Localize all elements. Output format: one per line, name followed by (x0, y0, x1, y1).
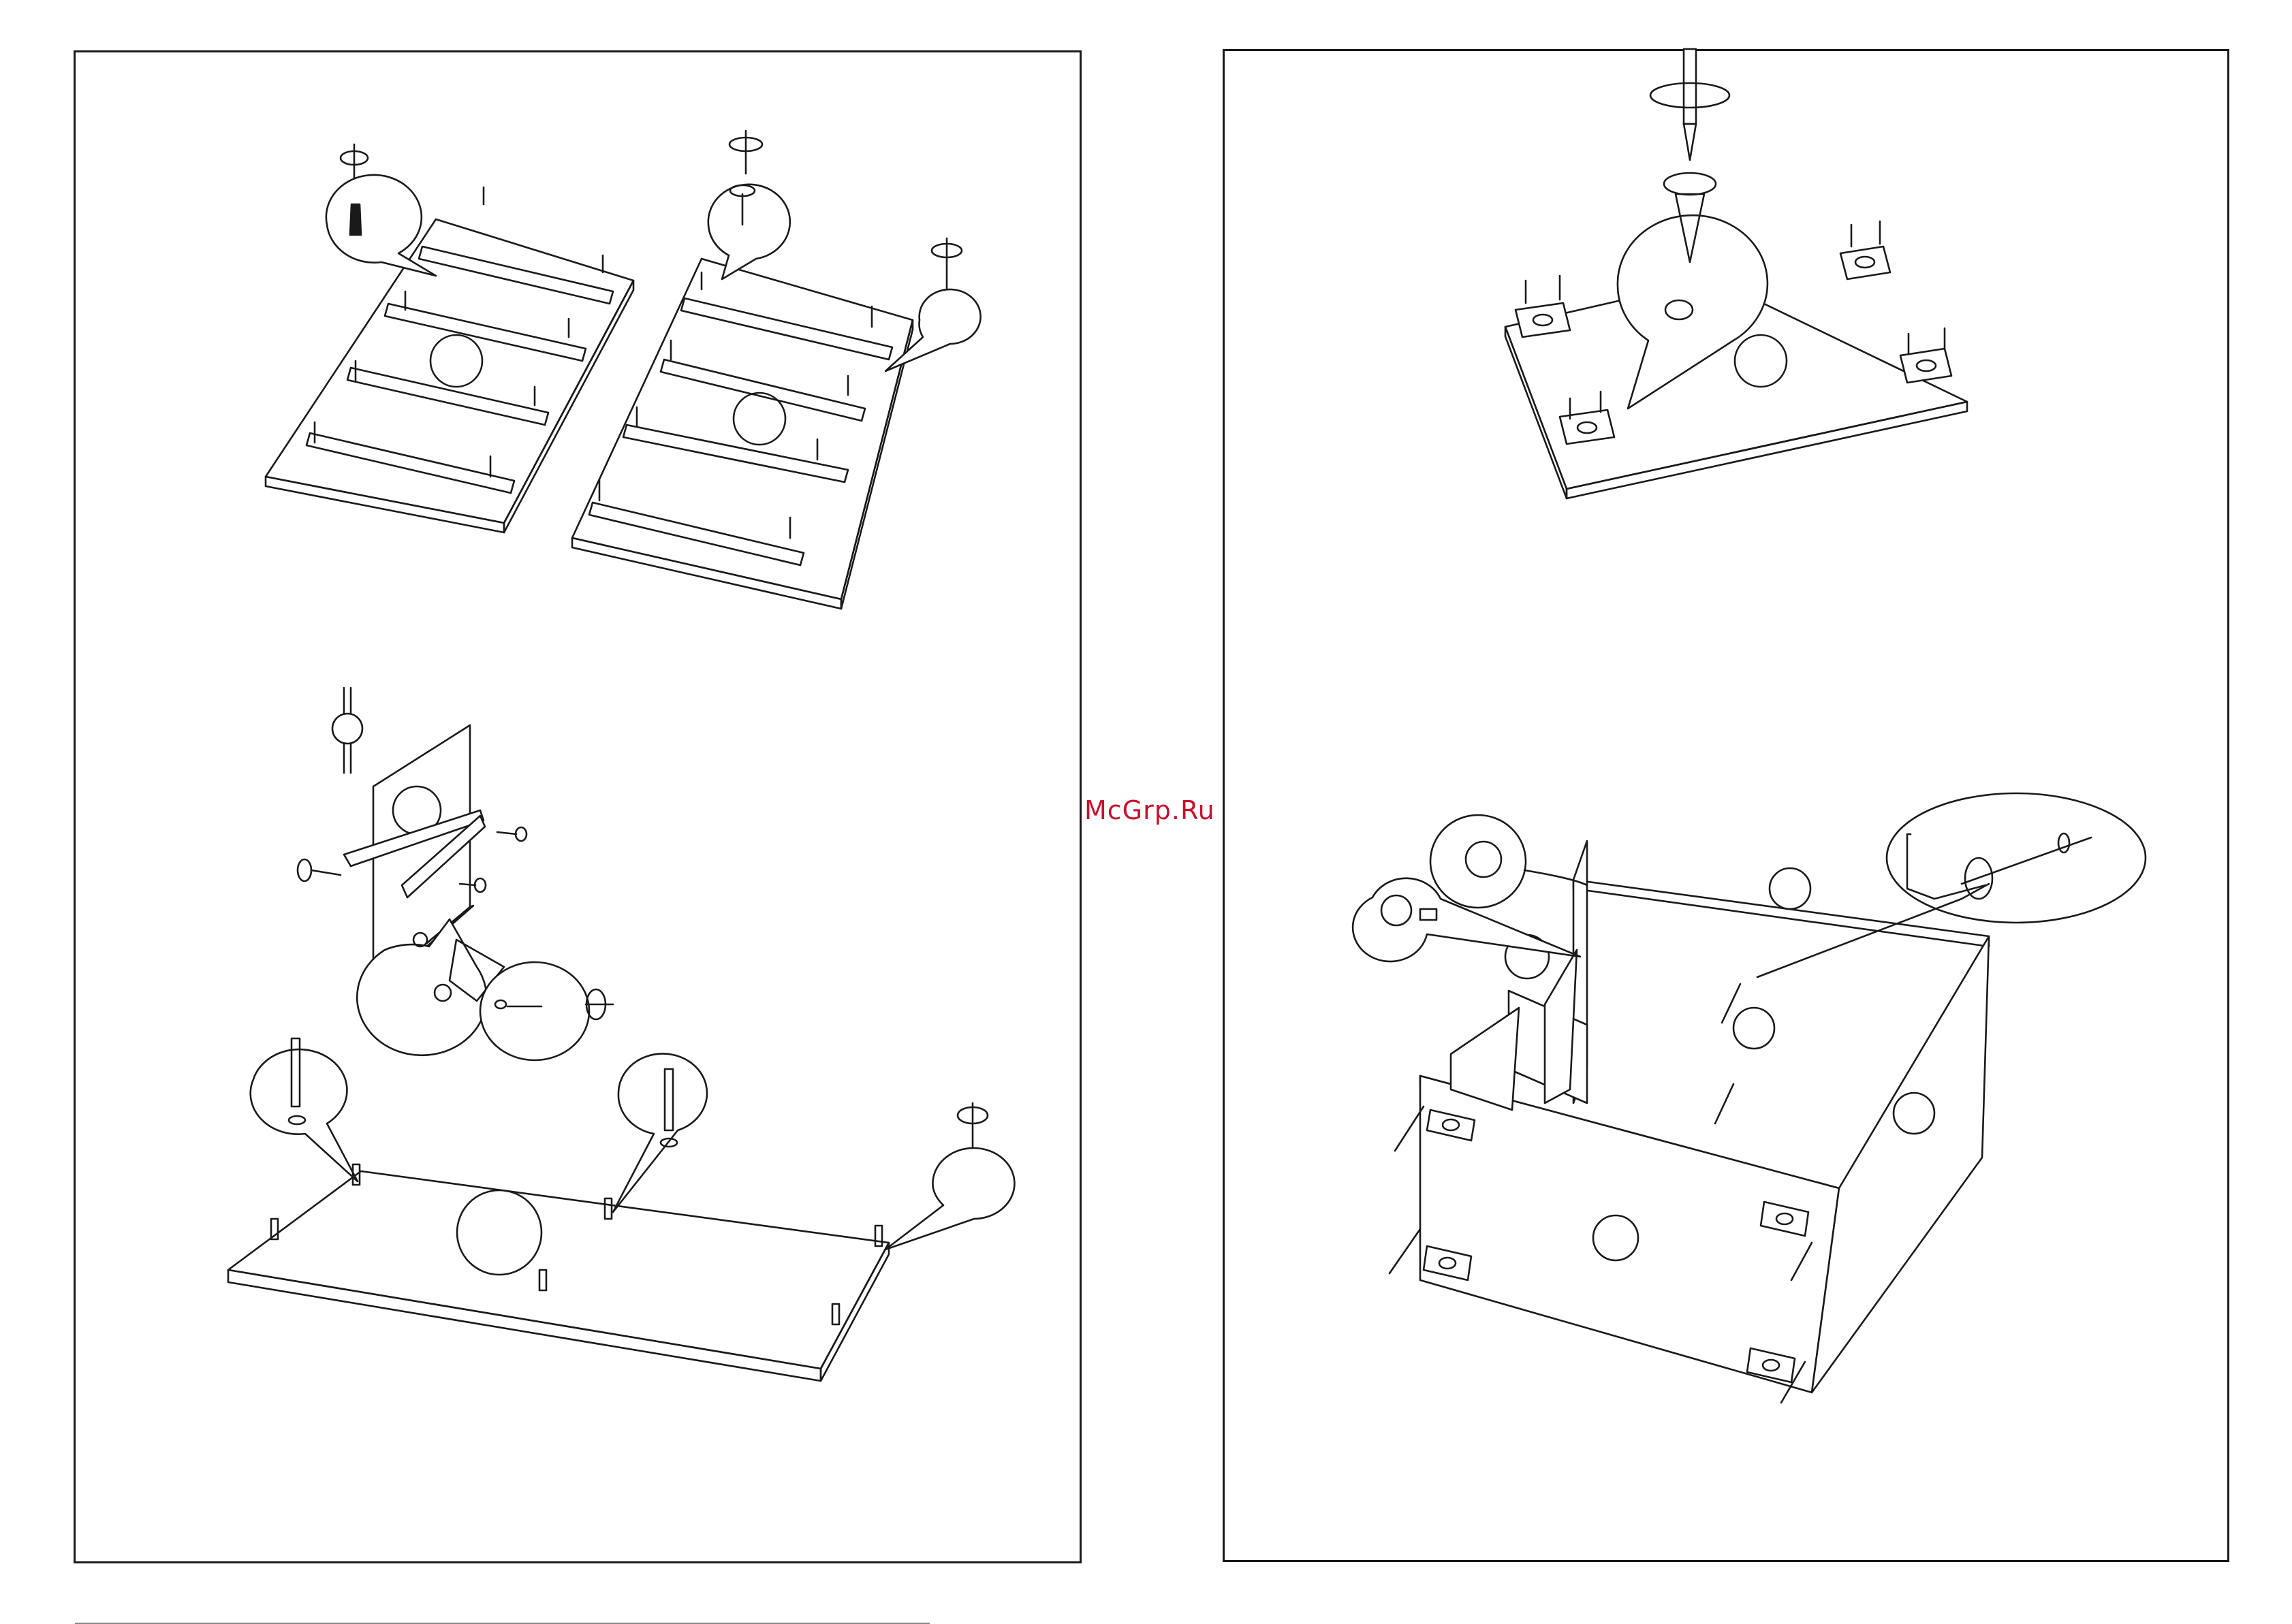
side-panel-left (266, 219, 633, 532)
step-drawer-front-assembly (298, 688, 613, 1060)
screwdriver-icon (1650, 49, 1729, 160)
screwdriver-icon (932, 238, 962, 293)
label-circle (1733, 1008, 1774, 1049)
label-circle (332, 714, 362, 744)
side-panel-right (572, 259, 913, 609)
callout-bubble-screwdriver (480, 962, 613, 1060)
watermark-text: McGrp.Ru (1084, 795, 1215, 825)
hex-key-icon (1757, 793, 2146, 977)
callout-bubble-dowel (251, 1038, 358, 1181)
step-base-panel-dowels (228, 1038, 1014, 1381)
step-drawer-slide-rails (266, 131, 981, 609)
screwdriver-icon (729, 131, 762, 174)
callout-bubble-cam (885, 1148, 1014, 1249)
step-carcass-assembly (1353, 793, 2146, 1403)
step-mount-corner-blocks (1505, 49, 1967, 498)
label-circle (1770, 868, 1810, 909)
cam-lock-icon (1430, 815, 1587, 908)
callout-bubble-dowel (613, 1053, 707, 1212)
